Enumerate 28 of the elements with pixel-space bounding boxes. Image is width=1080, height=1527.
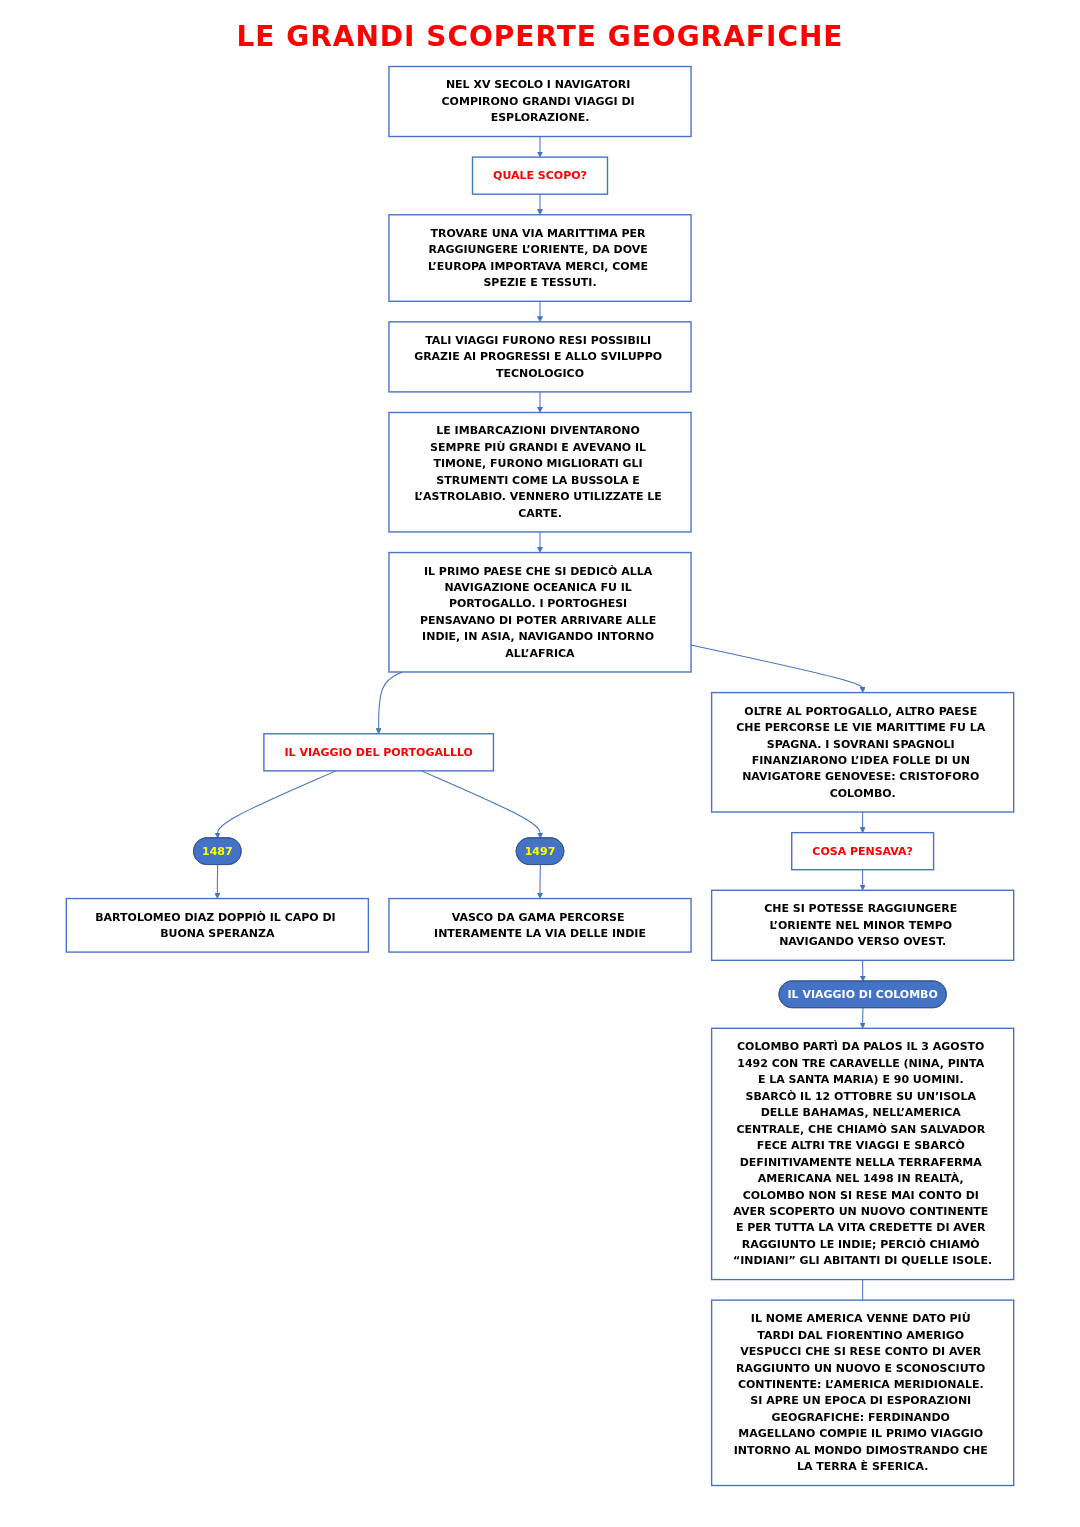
node-box: OLTRE AL PORTOGALLO, ALTRO PAESE CHE PERCORSE LE VIE MARITTIME FU LA SPAGNA. I SOVRANI SPAGNOLI FINANZIARONO L’IDEA FOLLE DI UN NAVIGATORE GENOVESE: CRISTOFORO COLOMBO. xyxy=(710,691,1015,813)
arrow xyxy=(375,671,403,735)
arrow xyxy=(537,136,543,158)
arrow xyxy=(859,869,866,891)
connector xyxy=(862,1279,864,1301)
arrow xyxy=(537,531,543,553)
node-box: IL PRIMO PAESE CHE SI DEDICÒ ALLA NAVIGAZIONE OCEANICA FU IL PORTOGALLO. I PORTOGHESI PENSAVANO DI POTER ARRIVARE ALLE INDIE, IN ASIA, NAVIGANDO INTORNO ALL’AFRICA xyxy=(388,551,692,673)
node-box: CHE SI POTESSE RAGGIUNGERE L’ORIENTE NEL MINOR TEMPO NAVIGANDO VERSO OVEST. xyxy=(710,889,1015,961)
diagram-title: LE GRANDI SCOPERTE GEOGRAFICHE xyxy=(235,20,845,53)
node-box: VASCO DA GAMA PERCORSE INTERAMENTE LA VIA DELLE INDIE xyxy=(388,897,692,953)
node-box: LE IMBARCAZIONI DIVENTARONO SEMPRE PIÙ GRANDI E AVEVANO IL TIMONE, FURONO MIGLIORATI GLI STRUMENTI COME LA BUSSOLA E L’ASTROLABIO. VENNERO UTILIZZATE LE CARTE. xyxy=(388,411,692,533)
node-box: QUALE SCOPO? xyxy=(471,156,609,195)
node-box: IL VIAGGIO DEL PORTOGALLLO xyxy=(263,733,495,772)
node-box: NEL XV SECOLO I NAVIGATORI COMPIRONO GRANDI VIAGGI DI ESPLORAZIONE. xyxy=(388,65,692,138)
arrow xyxy=(214,864,221,899)
arrow xyxy=(859,1007,866,1029)
node-box: TROVARE UNA VIA MARITTIMA PER RAGGIUNGERE L’ORIENTE, DA DOVE L’EUROPA IMPORTAVA MERCI, COME SPEZIE E TESSUTI. xyxy=(388,214,692,302)
arrow xyxy=(537,864,543,899)
arrow xyxy=(537,391,543,413)
arrow xyxy=(859,959,866,982)
node-box: TALI VIAGGI FURONO RESI POSSIBILI GRAZIE AI PROGRESSI E ALLO SVILUPPO TECNOLOGICO xyxy=(388,321,692,393)
node-box: COSA PENSAVA? xyxy=(791,831,935,871)
node-box: BARTOLOMEO DIAZ DOPPIÒ IL CAPO DI BUONA SPERANZA xyxy=(65,897,370,953)
node-box: COLOMBO PARTÌ DA PALOS IL 3 AGOSTO 1492 CON TRE CARAVELLE (NINA, PINTA E LA SANTA MARIA) E 90 UOMINI. SBARCÒ IL 12 OTTOBRE SU UN’ISOLA DELLE BAHAMAS, NELL’AMERICA CENTRALE, CHE CHIAMÒ SAN SALVADOR FECE ALTRI TRE VIAGGI E SBARCÒ DEFINITIVAMENTE NELLA TERRAFERMA AMERICANA NEL 1498 IN REALTÀ, COLOMBO NON SI RESE MAI CONTO DI AVER SCOPERTO UN NUOVO CONTINENTE E PER TUTTA LA VITA CREDETTE DI AVER RAGGIUNTO LE INDIE; PERCIÒ CHIAMÒ “INDIANI” GLI ABITANTI DI QUELLE ISOLE. xyxy=(710,1027,1015,1281)
node-box: IL NOME AMERICA VENNE DATO PIÙ TARDI DAL FIORENTINO AMERIGO VESPUCCI CHE SI RESE CONTO DI AVER RAGGIUNTO UN NUOVO E SCONOSCIUTO CONTINENTE: L’AMERICA MERIDIONALE. SI APRE UN EPOCA DI ESPORAZIONI GEOGRAFICHE: FERDINANDO MAGELLANO COMPIE IL PRIMO VIAGGIO INTORNO AL MONDO DIMOSTRANDO CHE LA TERRA È SFERICA. xyxy=(710,1299,1015,1487)
arrow xyxy=(537,300,543,323)
arrow xyxy=(537,193,543,216)
arrow xyxy=(859,811,866,833)
